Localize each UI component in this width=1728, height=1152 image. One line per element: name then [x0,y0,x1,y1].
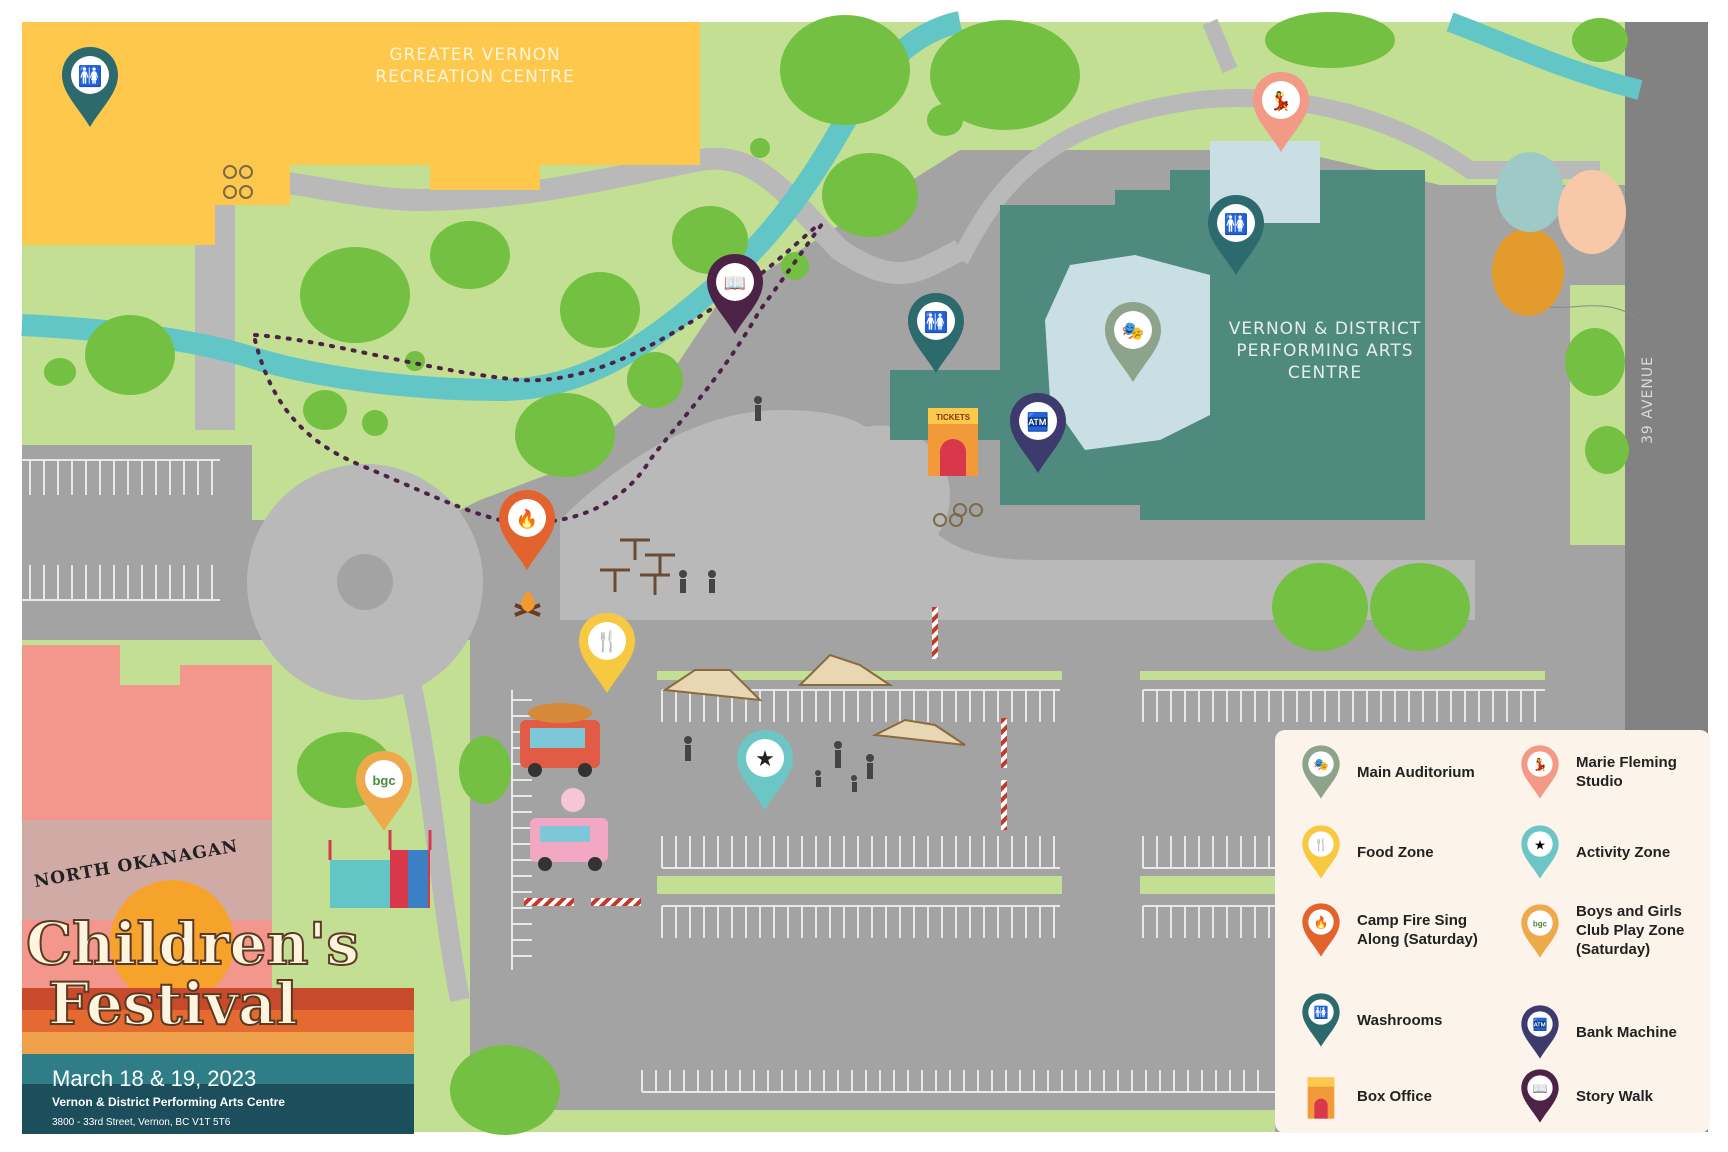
atm-icon: 🏧 [1518,1004,1562,1060]
washroom-marker[interactable]: 🚻 [908,293,964,373]
plaza [560,410,1475,620]
festival-logo: NORTH OKANAGAN Children's Festival March… [22,836,414,1134]
story-walk-marker[interactable]: 📖 [707,254,763,334]
barricades [524,607,1007,906]
svg-text:🍴: 🍴 [595,629,620,653]
svg-text:🚻: 🚻 [924,310,949,334]
trees [44,12,1629,1135]
marie-fleming-studio-marker[interactable]: 💃 [1253,72,1309,152]
svg-text:🍴: 🍴 [1314,838,1329,852]
road-north-arc [951,89,1600,265]
svg-text:🔥: 🔥 [516,508,538,529]
legend-label: Marie Fleming Studio [1576,754,1677,790]
fire-icon: 🔥 [1299,902,1343,958]
legend-item-activity-zone: ★ Activity Zone [1518,824,1696,880]
svg-text:🏧: 🏧 [1027,411,1049,432]
map-legend: 🎭 Main Auditorium 💃 Marie Fleming Studio… [1275,730,1710,1133]
recreation-centre-label: GREATER VERNON RECREATION CENTRE [375,45,575,87]
legend-label: Washrooms [1357,1011,1443,1029]
roundabout-island [337,554,393,610]
festival-venue: Vernon & District Performing Arts Centre [52,1095,285,1109]
legend-item-marie-fleming-studio: 💃 Marie Fleming Studio [1518,744,1696,800]
svg-text:🚻: 🚻 [1224,212,1249,236]
bgc-badge-text: bgc [372,773,395,788]
svg-text:🚻: 🚻 [78,64,103,88]
svg-text:📖: 📖 [724,273,746,293]
legend-label: Boys and Girls Club Play Zone (Saturday) [1576,903,1685,958]
svg-text:★: ★ [1534,837,1546,852]
legend-label: Camp Fire Sing Along (Saturday) [1357,912,1478,948]
svg-text:🎭: 🎭 [1122,321,1144,341]
legend-label: Box Office [1357,1087,1433,1105]
svg-text:★: ★ [755,746,775,771]
legend-item-food-zone: 🍴 Food Zone [1299,824,1507,880]
svg-text:🎭: 🎭 [1314,758,1329,772]
legend-label: Main Auditorium [1357,763,1475,781]
tickets-booth-icon [1307,1077,1335,1119]
performing-arts-centre-label: VERNON & DISTRICT PERFORMING ARTS CENTRE [1228,319,1422,383]
fork-knife-icon: 🍴 [1299,824,1343,880]
legend-item-box-office: Box Office [1299,1068,1507,1124]
theatre-masks-icon: 🎭 [1299,744,1343,800]
festival-address: 3800 - 33rd Street, Vernon, BC V1T 5T6 [52,1117,231,1128]
svg-text:💃: 💃 [1533,758,1548,772]
people-figures [679,396,874,792]
recreation-centre-building [22,22,700,245]
parking-west [22,445,252,635]
campfire-icon [514,590,541,617]
legend-item-bgc-play-zone: bgc Boys and Girls Club Play Zone (Satur… [1518,902,1706,959]
camp-fire-marker[interactable]: 🔥 [499,490,555,570]
picnic-tables [600,538,675,595]
book-icon: 📖 [1518,1068,1562,1124]
food-truck-hotdog [520,703,600,777]
svg-text:bgc: bgc [1533,919,1548,928]
svg-text:💃: 💃 [1270,90,1292,112]
svg-text:🔥: 🔥 [1314,916,1329,930]
svg-text:🚻: 🚻 [1314,1006,1329,1020]
bouncy-castle-icon [328,830,432,908]
legend-item-main-auditorium: 🎭 Main Auditorium [1299,744,1507,800]
activity-zone-marker[interactable]: ★ [737,730,793,810]
food-zone-marker[interactable]: 🍴 [579,613,635,693]
festival-title-line1: Children's [25,910,360,978]
washroom-marker[interactable]: 🚻 [62,47,118,127]
legend-label: Story Walk [1576,1087,1653,1105]
svg-text:🏧: 🏧 [1533,1018,1548,1032]
legend-label: Activity Zone [1576,843,1671,861]
main-auditorium-marker[interactable]: 🎭 [1105,302,1161,382]
box-office-booth: TICKETS [928,408,978,476]
bgc-play-zone-marker[interactable]: bgc [356,751,412,831]
legend-label: Food Zone [1357,843,1434,861]
logo-stripes [22,880,414,1134]
parking-stalls [22,459,1545,1093]
story-walk-trail [253,218,827,525]
balloons-decoration [1492,152,1641,321]
grass-south-strip [470,1110,1275,1132]
legend-item-bank-machine: 🏧 Bank Machine [1518,1004,1696,1060]
festival-title-line2: Festival [47,970,299,1038]
svg-text:📖: 📖 [1533,1082,1548,1096]
stars-icon: ★ [1518,824,1562,880]
washroom-marker[interactable]: 🚻 [1208,195,1264,275]
box-office-sign-text: TICKETS [936,413,971,422]
road-upper-curve [214,147,965,284]
road-north-spur [1202,18,1238,74]
west-connector [400,677,470,1002]
legend-item-camp-fire: 🔥 Camp Fire Sing Along (Saturday) [1299,902,1507,958]
legend-item-story-walk: 📖 Story Walk [1518,1068,1696,1124]
dance-icon: 💃 [1518,744,1562,800]
legend-label: Bank Machine [1576,1023,1677,1041]
creek-east [1446,12,1643,100]
grass-east-strip [1570,285,1625,545]
washroom-icon: 🚻 [1299,992,1343,1048]
bank-machine-marker[interactable]: 🏧 [1010,393,1066,473]
vendor-tents [662,653,966,746]
bgc-icon: bgc [1518,903,1562,959]
legend-item-washrooms: 🚻 Washrooms [1299,992,1507,1048]
festival-dates: March 18 & 19, 2023 [52,1066,257,1091]
street-label: 39 AVENUE [1640,356,1656,444]
bike-rack-icon [223,165,983,527]
food-truck-icecream [530,788,608,871]
